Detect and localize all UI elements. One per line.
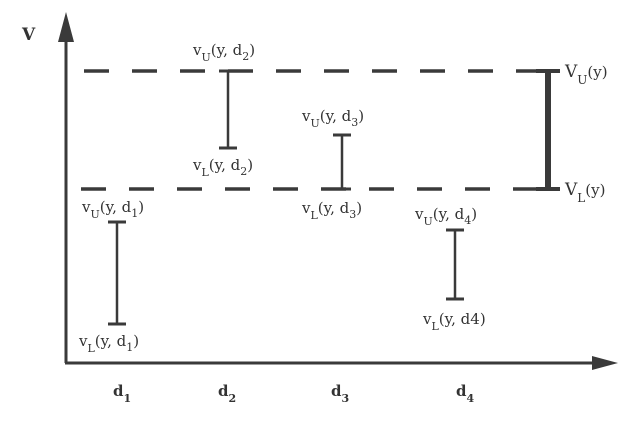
- overall-lower-label: VL(y): [564, 180, 605, 205]
- lower-bound-label: vL(y, d2): [192, 156, 253, 179]
- interval-d1: vU(y, d1) vL(y, d1): [78, 198, 144, 355]
- axes: [58, 12, 618, 370]
- x-axis-categories: d1 d2 d3 d4: [113, 382, 475, 405]
- x-axis-arrow-icon: [592, 356, 618, 370]
- y-axis-label: V: [21, 25, 36, 45]
- x-category-1: d1: [113, 382, 131, 405]
- intervals: vU(y, d1)vL(y, d1)vU(y, d2)vL(y, d2)vU(y…: [78, 41, 486, 355]
- upper-bound-label: vU(y, d3): [301, 107, 364, 130]
- interval-d2: vU(y, d2) vL(y, d2): [192, 41, 255, 179]
- reference-lines: [81, 69, 548, 191]
- overall-interval: VU(y) VL(y): [536, 62, 608, 205]
- upper-bound-label: vU(y, d2): [192, 41, 255, 64]
- interval-d3: vU(y, d3) vL(y, d3): [301, 107, 364, 222]
- x-category-2: d2: [218, 382, 236, 405]
- overall-upper-label: VU(y): [564, 62, 608, 87]
- lower-bound-label: vL(y, d3): [301, 199, 362, 222]
- x-category-3: d3: [331, 382, 349, 405]
- upper-bound-label: vU(y, d4): [414, 205, 477, 228]
- y-axis-arrow-icon: [58, 12, 74, 42]
- lower-bound-label: vL(y, d4): [422, 310, 486, 333]
- interval-d4: vU(y, d4) vL(y, d4): [414, 205, 486, 333]
- x-category-4: d4: [456, 382, 475, 405]
- upper-bound-label: vU(y, d1): [81, 198, 144, 221]
- lower-bound-label: vL(y, d1): [78, 332, 139, 355]
